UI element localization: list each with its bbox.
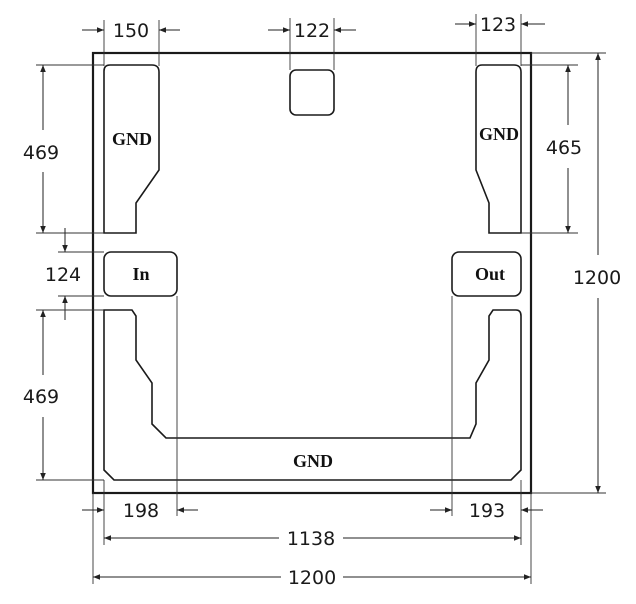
dim-top-center-122: 122 — [268, 18, 356, 70]
dim-label-123: 123 — [480, 14, 516, 36]
center-top-pad — [289, 69, 335, 116]
gnd-label-left: GND — [112, 129, 152, 149]
substrate-outline — [91, 51, 533, 495]
dim-label-198: 198 — [123, 500, 159, 522]
output-pad[interactable] — [451, 251, 522, 297]
dim-bottom-right-193: 193 — [430, 500, 543, 522]
gnd-label-bottom: GND — [293, 451, 333, 471]
dim-right-upper-465: 465 — [521, 64, 582, 234]
input-label: In — [132, 264, 149, 284]
gnd-label-right: GND — [479, 124, 519, 144]
dim-label-469-upper: 469 — [23, 142, 59, 164]
dim-label-122: 122 — [294, 20, 330, 42]
dim-label-469-lower: 469 — [23, 386, 59, 408]
dim-bottom-left-198: 198 — [82, 500, 198, 522]
output-label: Out — [475, 264, 505, 284]
gnd-pad-bottom — [103, 309, 522, 481]
dim-bottom-total-1200: 1200 — [93, 567, 531, 589]
dim-label-124: 124 — [45, 264, 81, 286]
dim-label-465: 465 — [546, 137, 582, 159]
dim-right-total-1200: 1200 — [531, 52, 621, 494]
input-pad[interactable] — [103, 251, 178, 297]
dim-left-gap-124: 124 — [45, 228, 104, 320]
dim-top-left-150: 150 — [82, 20, 180, 66]
dim-label-150: 150 — [113, 20, 149, 42]
gnd-pad-left — [103, 64, 160, 234]
gnd-pad-right — [475, 64, 522, 234]
dim-label-1138: 1138 — [287, 528, 335, 550]
dim-left-upper-469: 469 — [23, 64, 104, 234]
dim-top-right-123: 123 — [455, 14, 545, 66]
dim-label-1200-horizontal: 1200 — [288, 567, 336, 589]
dim-bottom-inner-1138: 1138 — [104, 528, 521, 550]
dim-left-lower-469: 469 — [23, 309, 104, 481]
dim-label-193: 193 — [469, 500, 505, 522]
dim-label-1200-vertical: 1200 — [573, 267, 621, 289]
